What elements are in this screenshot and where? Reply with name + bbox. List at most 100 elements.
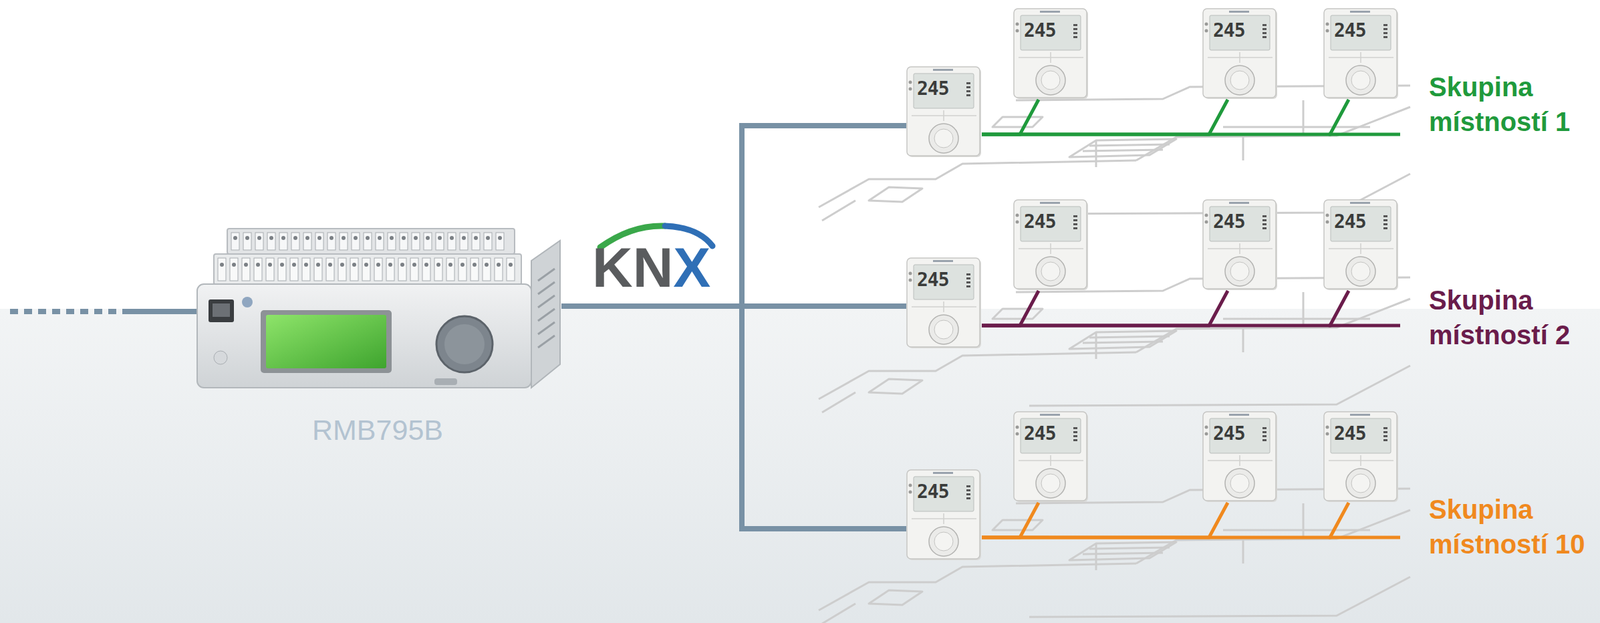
illustration-part [363,232,372,250]
illustration-part [447,232,456,250]
illustration-part [1015,425,1020,430]
network-line [122,308,201,315]
illustration-part [1209,206,1270,242]
illustration-part [1229,10,1250,13]
illustration-part [1015,213,1020,218]
illustration-part [1035,468,1066,498]
illustration-part [410,257,419,281]
illustration-part [966,281,971,284]
illustration-part [1350,413,1371,416]
illustration-part [314,257,323,281]
illustration-part [1239,243,1241,254]
illustration-part [1205,29,1209,33]
illustration-part [1035,256,1066,287]
illustration-part [906,257,980,347]
illustration-part [459,232,468,250]
illustration-part [399,232,408,250]
illustration-part [315,232,324,250]
room-thermostat: 245 [1013,199,1089,291]
illustration-part [424,262,429,267]
illustration-part [241,257,250,281]
illustration-part [1346,65,1376,95]
illustration-part [350,257,359,281]
illustration-part [1035,65,1066,95]
illustration-part [1015,432,1020,436]
illustration-part [435,232,444,250]
illustration-part [364,262,369,267]
illustration-part [341,235,346,240]
illustration-part [966,82,971,85]
room-thermostat: 245 [1323,8,1399,100]
illustration-part [470,257,479,281]
illustration-part [1325,22,1330,27]
illustration-part [1239,455,1241,466]
illustration-part [1020,15,1081,51]
illustration-part [329,235,334,240]
room-thermostat: 245 [1202,8,1278,100]
illustration-part [531,240,561,388]
illustration-part [1330,206,1391,242]
illustration-part [1073,24,1078,27]
illustration-part [257,235,262,240]
illustration-part [483,232,492,250]
illustration-part [1330,15,1391,51]
illustration-part [279,232,288,250]
illustration-part [934,320,954,339]
illustration-part [338,257,347,281]
illustration-part [305,235,310,240]
illustration-part [1383,28,1388,31]
illustration-part [1360,52,1362,63]
illustration-part [1073,431,1078,434]
illustration-part [1262,227,1267,230]
display-reading: 245 [1023,212,1056,232]
illustration-part [1230,473,1250,493]
illustration-part [434,257,443,281]
illustration-part [1262,28,1267,31]
illustration-part [966,485,971,488]
illustration-part [1360,243,1362,254]
illustration-part [265,257,275,281]
illustration-part [966,94,971,97]
illustration-part [913,264,974,300]
illustration-part [966,273,971,276]
illustration-part [497,235,502,240]
illustration-part [227,228,515,254]
illustration-part [425,235,430,240]
illustration-part [473,235,478,240]
illustration-part [966,90,971,93]
illustration-part [1041,473,1060,493]
illustration-part [212,303,230,317]
illustration-part [1203,199,1276,289]
illustration-part [231,232,504,250]
illustration-part [1209,15,1270,51]
illustration-part [1039,413,1060,416]
illustration-part [1203,8,1276,98]
illustration-part [943,513,945,524]
illustration-part [197,284,532,388]
illustration-part [253,257,262,281]
illustration-part [401,235,406,240]
illustration-part [1262,219,1267,222]
knx-logo-text: KNX [592,239,711,296]
illustration-part [386,257,395,281]
illustration-part [233,235,238,240]
illustration-part [1325,213,1330,218]
controller-illustration [193,220,562,448]
illustration-part [1015,29,1020,33]
illustration-part [1203,411,1276,501]
illustration-part [932,471,954,474]
room-thermostat: 245 [906,469,982,561]
display-reading: 245 [1334,21,1367,41]
illustration-part [1323,199,1397,289]
illustration-part [1323,8,1397,98]
illustration-part [966,489,971,492]
illustration-part [217,257,226,281]
illustration-part [1013,199,1087,289]
illustration-part [265,314,387,369]
illustration-part [255,232,264,250]
illustration-part [538,308,555,321]
illustration-part [1073,427,1078,430]
bus-connector [981,502,1228,538]
illustration-part [932,259,954,262]
